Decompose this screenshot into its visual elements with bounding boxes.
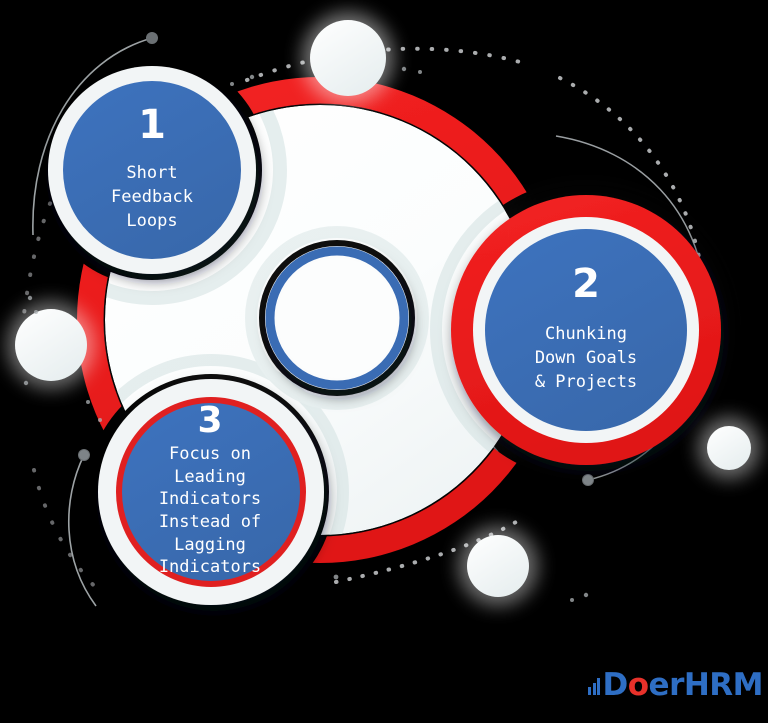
floating-bubble-group bbox=[7, 12, 760, 606]
bar-chart-icon bbox=[588, 676, 602, 695]
brand-logo: D o erHRM bbox=[588, 666, 764, 704]
node-3-circle[interactable] bbox=[98, 379, 324, 605]
speckle-group bbox=[23, 66, 589, 602]
node-1-circle[interactable] bbox=[48, 66, 256, 274]
logo-text-part3: erHRM bbox=[648, 667, 764, 703]
logo-text-part2: o bbox=[627, 667, 649, 703]
node-2-circle[interactable] bbox=[451, 195, 721, 465]
center-hub-circle bbox=[265, 246, 409, 390]
logo-text-part1: D bbox=[602, 667, 629, 703]
